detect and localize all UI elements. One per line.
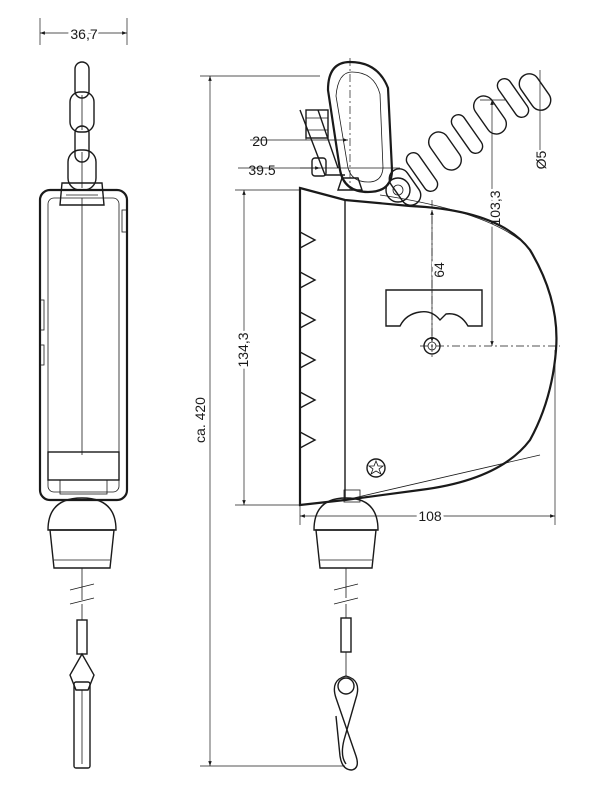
front-chain [388, 73, 552, 206]
dim-chain-diameter: Ø5 [533, 150, 549, 169]
front-stopper-base [315, 529, 377, 569]
front-view: ca. 420 134,3 20 39.5 [190, 58, 560, 771]
dim-axis-height: 64 [431, 262, 447, 278]
housing-screw [366, 458, 386, 478]
front-sleeve [340, 617, 352, 653]
side-housing [38, 188, 129, 502]
front-stopper-top [313, 497, 379, 531]
side-stopper-base [49, 529, 115, 569]
dim-overall-length: ca. 420 [192, 397, 208, 443]
dim-body-depth: 108 [418, 508, 442, 524]
dim-top-height: 103,3 [487, 190, 503, 225]
side-cover-plate [47, 451, 120, 481]
side-stopper-top [47, 497, 117, 531]
housing-fins [299, 231, 317, 449]
dim-hook-width: 20 [252, 133, 268, 149]
housing-window [385, 289, 483, 327]
snap-hook [333, 675, 359, 771]
chain-eyelet [385, 177, 411, 203]
dim-hook-offset: 39.5 [248, 162, 275, 178]
side-sleeve [76, 619, 88, 655]
dim-width-side: 36,7 [70, 26, 97, 42]
side-hook [73, 681, 91, 769]
housing-top-clip [337, 177, 363, 191]
dim-body-height: 134,3 [235, 332, 251, 367]
carabiner [299, 60, 394, 194]
side-chain [67, 61, 97, 191]
front-housing [298, 177, 558, 507]
side-view: 36,7 [38, 18, 129, 769]
